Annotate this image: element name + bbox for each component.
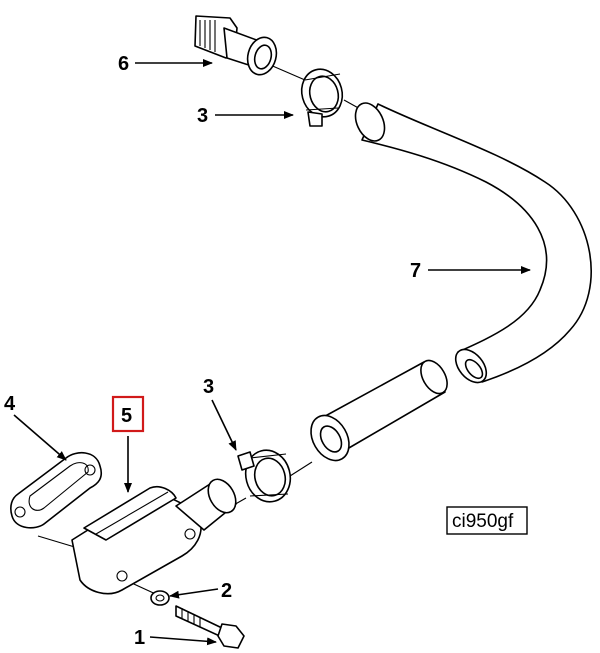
part-2-washer: [150, 590, 170, 606]
part-6-fitting: [194, 15, 278, 76]
part-1-bolt: [175, 605, 245, 649]
callout-5-highlight-box: [111, 395, 145, 433]
callout-6: 6: [118, 53, 129, 75]
diagram-code-text: ci950gf: [452, 511, 514, 532]
part-5-adapter: [71, 478, 237, 595]
callout-5: 5: [121, 405, 132, 427]
straight-hose-section: [310, 359, 448, 462]
part-3-upper-hose-clamp: [300, 68, 344, 127]
callout-3-lower: 3: [203, 376, 214, 398]
callout-3-upper: 3: [197, 105, 208, 127]
callout-7: 7: [410, 260, 421, 282]
callout-4: 4: [4, 393, 16, 415]
diagram-code-label: ci950gf: [446, 506, 528, 535]
callout-2: 2: [221, 580, 232, 602]
part-7-hose: [354, 102, 592, 384]
part-3-lower-hose-clamp: [237, 449, 292, 503]
leader-arrows: [13, 59, 531, 646]
part-4-gasket: [10, 451, 103, 529]
callout-1: 1: [134, 627, 145, 649]
